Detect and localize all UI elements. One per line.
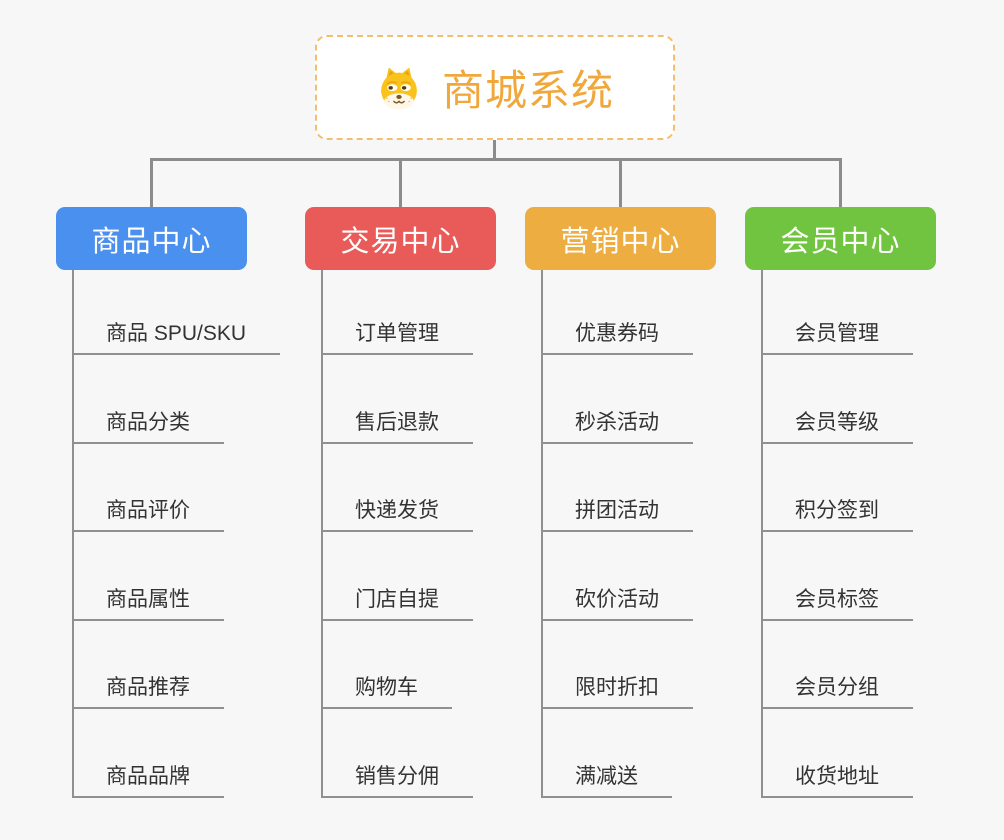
branch-box-product[interactable]: 商品中心 [56, 207, 247, 270]
root-topic-title: 商城系统 [441, 67, 614, 114]
child-topic[interactable]: 商品属性 [74, 532, 224, 621]
child-topic[interactable]: 拼团活动 [543, 444, 693, 533]
child-topic[interactable]: 商品推荐 [74, 621, 224, 710]
child-topic[interactable]: 商品品牌 [74, 709, 224, 798]
child-topic[interactable]: 收货地址 [763, 709, 913, 798]
child-topic[interactable]: 满减送 [543, 709, 672, 798]
branch-children-trade: 订单管理售后退款快递发货门店自提购物车销售分佣 [321, 270, 473, 798]
connector-bus [150, 158, 842, 161]
child-topic[interactable]: 限时折扣 [543, 621, 693, 710]
root-topic[interactable]: 商城系统 [315, 35, 675, 140]
child-topic[interactable]: 销售分佣 [323, 709, 473, 798]
child-topic[interactable]: 订单管理 [323, 270, 473, 355]
child-topic[interactable]: 会员等级 [763, 355, 913, 444]
child-topic[interactable]: 购物车 [323, 621, 452, 710]
branch-children-member: 会员管理会员等级积分签到会员标签会员分组收货地址 [761, 270, 913, 798]
child-topic[interactable]: 售后退款 [323, 355, 473, 444]
child-topic[interactable]: 商品评价 [74, 444, 224, 533]
branch-box-member[interactable]: 会员中心 [745, 207, 936, 270]
child-topic[interactable]: 积分签到 [763, 444, 913, 533]
child-topic[interactable]: 砍价活动 [543, 532, 693, 621]
dog-icon [381, 67, 417, 109]
child-topic[interactable]: 会员管理 [763, 270, 913, 355]
child-topic[interactable]: 门店自提 [323, 532, 473, 621]
branch-box-marketing[interactable]: 营销中心 [525, 207, 716, 270]
child-topic[interactable]: 会员分组 [763, 621, 913, 710]
child-topic[interactable]: 优惠券码 [543, 270, 693, 355]
child-topic[interactable]: 会员标签 [763, 532, 913, 621]
connector-drop-4 [839, 158, 842, 208]
connector-drop-2 [399, 158, 402, 208]
connector-root-vertical [493, 140, 496, 160]
connector-drop-3 [619, 158, 622, 208]
connector-drop-1 [150, 158, 153, 208]
child-topic[interactable]: 秒杀活动 [543, 355, 693, 444]
child-topic[interactable]: 商品 SPU/SKU [74, 270, 281, 355]
branch-children-marketing: 优惠券码秒杀活动拼团活动砍价活动限时折扣满减送 [541, 270, 693, 798]
branch-box-trade[interactable]: 交易中心 [305, 207, 496, 270]
child-topic[interactable]: 商品分类 [74, 355, 224, 444]
child-topic[interactable]: 快递发货 [323, 444, 473, 533]
